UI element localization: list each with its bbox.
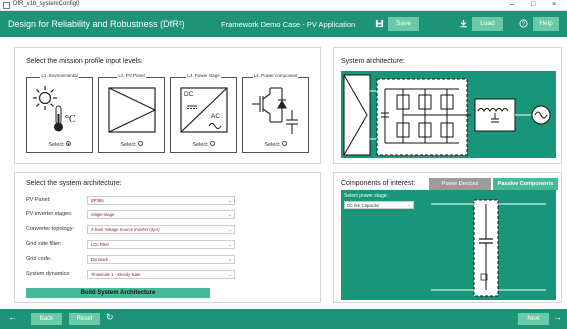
system-form-panel (14, 172, 321, 303)
app-title: Design for Reliability and Robustness (D… (8, 19, 185, 29)
window-title: DfR_v1b_systemConfig0 (13, 1, 80, 7)
select-radio-power-stage[interactable] (209, 141, 215, 147)
field-value: Single-stage (91, 212, 115, 217)
igbt-capacitor-icon (252, 87, 298, 134)
chevron-down-icon: ⌄ (227, 242, 232, 248)
level-caption: L3. Power stage (186, 73, 221, 78)
reset-button[interactable]: Reset (69, 313, 100, 325)
select-label: Select (120, 142, 136, 148)
architecture-diagram (341, 71, 556, 158)
save-icon (375, 19, 384, 28)
select-radio-pv-panel[interactable] (137, 141, 143, 147)
chevron-down-icon: ⌄ (227, 212, 232, 218)
mission-profile-title: Select the mission profile input levels: (26, 58, 143, 65)
select-label: Select (48, 142, 64, 148)
form-label: PV Panel: (26, 197, 51, 203)
dc-label: DC (184, 91, 194, 98)
window-titlebar: DfR_v1b_systemConfig0 – □ × (0, 0, 567, 11)
converter-topology-select[interactable]: 2-level Voltage Source Inverter (2pA) ⌄ (87, 225, 235, 234)
field-value: Denmark (91, 257, 108, 262)
form-row-grid-code: Grid code: Denmark ⌄ (26, 255, 308, 266)
form-label: Converter topology: (26, 226, 74, 232)
system-architecture-title: System architecture: (341, 58, 405, 65)
chevron-down-icon: ⌄ (227, 257, 232, 263)
help-button[interactable]: Help (533, 17, 559, 31)
form-row-converter-topology: Converter topology: 2-level Voltage Sour… (26, 225, 308, 236)
level-caption: L4. Power component (252, 73, 299, 78)
save-button[interactable]: Save (388, 17, 419, 31)
tab-passive-components[interactable]: Passive Components (493, 178, 558, 190)
case-title: Framework Demo Case - PV Application (221, 20, 356, 29)
pv-panel-icon (108, 87, 157, 133)
power-stage-select[interactable]: DC link Capacitor ⌄ (344, 201, 414, 209)
back-button[interactable]: Back (31, 313, 62, 325)
chevron-down-icon: ⌄ (227, 227, 232, 233)
ac-label: AC (211, 113, 221, 120)
maximize-button[interactable]: □ (531, 1, 536, 8)
components-title: Components of interest: (341, 180, 416, 187)
form-row-pv-panel: PV Panel: BP365 ⌄ (26, 196, 308, 207)
next-button[interactable]: Next (518, 313, 549, 325)
form-label: PV inverter stages: (26, 211, 73, 217)
select-radio-power-component[interactable] (281, 141, 287, 147)
select-label: Select (192, 142, 208, 148)
select-value: DC link Capacitor (347, 203, 380, 208)
dc-link-capacitor-diagram (431, 199, 546, 297)
tab-power-devices[interactable]: Power Devices (429, 178, 491, 190)
close-button[interactable]: × (552, 1, 557, 8)
select-power-stage-label: Select power stage: (344, 193, 388, 199)
chevron-down-icon: ⌄ (406, 202, 411, 208)
app-header: Design for Reliability and Robustness (D… (0, 11, 567, 37)
arrow-left-icon: ← (8, 312, 17, 322)
level-card-power-stage[interactable]: L3. Power stage DC AC Select (170, 73, 237, 153)
form-row-inverter-stages: PV inverter stages: Single-stage ⌄ (26, 210, 308, 221)
chevron-down-icon: ⌄ (227, 198, 232, 204)
app-icon (3, 2, 10, 9)
level-card-pv-panel[interactable]: L2. PV Panel Select (98, 73, 165, 153)
level-card-power-component[interactable]: L4. Power component Select (242, 73, 309, 153)
minimize-button[interactable]: – (510, 1, 514, 8)
chevron-down-icon: ⌄ (227, 272, 232, 278)
level-caption: L1. Environmental (40, 73, 79, 78)
form-label: Grid side filter: (26, 241, 62, 247)
form-label: System dynamics: (26, 271, 71, 277)
inverter-stages-select[interactable]: Single-stage ⌄ (87, 210, 235, 219)
level-caption: L2. PV Panel (117, 73, 146, 78)
field-value: BP365 (91, 198, 104, 203)
grid-filter-select[interactable]: LCL Filter ⌄ (87, 240, 235, 249)
celsius-symbol: °C (65, 114, 76, 125)
grid-code-select[interactable]: Denmark ⌄ (87, 255, 235, 264)
select-label: Select (264, 142, 280, 148)
arrow-right-icon: → (553, 312, 562, 322)
download-icon (460, 19, 467, 28)
footer-bar: ← Back Reset ↻ Next → (0, 309, 567, 329)
load-button[interactable]: Load (472, 17, 503, 31)
form-label: Grid code: (26, 256, 52, 262)
field-value: 2-level Voltage Source Inverter (2pA) (91, 227, 160, 232)
field-value: LCL Filter (91, 242, 109, 247)
level-card-environmental[interactable]: L1. Environmental °C Select (26, 73, 93, 153)
sun-thermometer-icon (33, 86, 63, 132)
refresh-icon[interactable]: ↻ (106, 312, 114, 322)
select-radio-environmental[interactable] (65, 141, 71, 147)
form-row-system-dynamics: System dynamics: Timescale 1 - Steady st… (26, 270, 308, 281)
system-form-title: Select the system architecture: (26, 180, 122, 187)
pv-panel-select[interactable]: BP365 ⌄ (87, 196, 235, 205)
field-value: Timescale 1 - Steady state (91, 272, 141, 277)
build-system-architecture-button[interactable]: Build System Architecture (26, 288, 210, 298)
system-dynamics-select[interactable]: Timescale 1 - Steady state ⌄ (87, 270, 235, 279)
form-row-grid-filter: Grid side filter: LCL Filter ⌄ (26, 240, 308, 251)
svg-text:?: ? (522, 22, 525, 28)
dc-ac-converter-icon (180, 87, 228, 133)
help-icon: ? (519, 19, 528, 28)
inverter-schematic (343, 74, 551, 156)
